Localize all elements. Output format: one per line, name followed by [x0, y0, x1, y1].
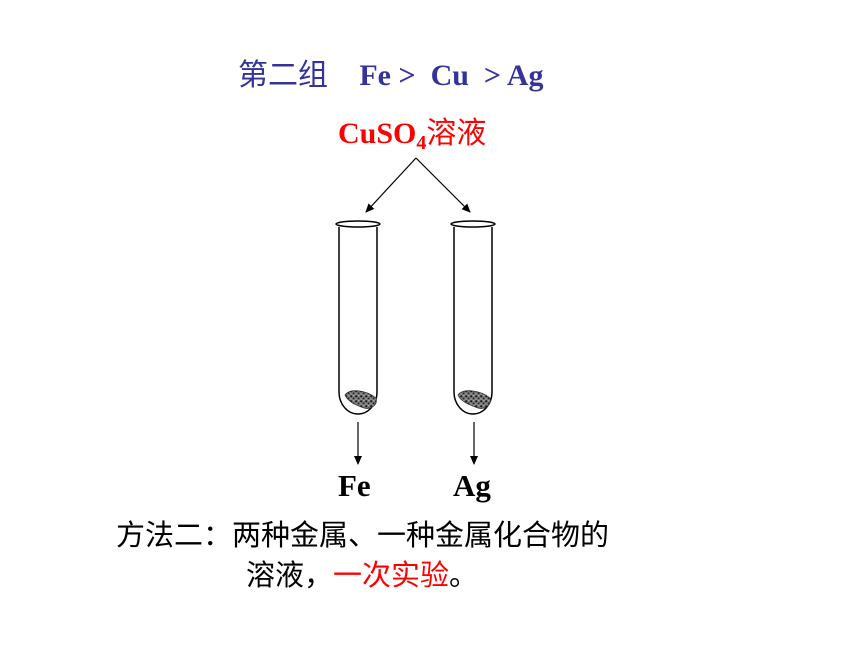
test-tube-left: [335, 220, 381, 415]
reagent-label: CuSO4溶液: [338, 114, 486, 154]
metal-label-fe: Fe: [338, 468, 371, 503]
group-label: 第二组: [238, 58, 328, 93]
method-line2-highlight: 一次实验: [333, 558, 450, 592]
reagent-formula: CuSO4: [338, 117, 426, 153]
reagent-formula-main: CuSO: [338, 117, 417, 150]
method-line2-end: 。: [449, 558, 479, 592]
method-text-line2: 溶液，一次实验。: [246, 555, 478, 595]
sediment-left: [344, 390, 377, 409]
method-line2-plain: 溶液，: [246, 558, 334, 592]
group-heading: 第二组 Fe > Cu > Ag: [238, 56, 544, 96]
metal-label-ag: Ag: [453, 468, 491, 503]
method-text-line1: 方法二：两种金属、一种金属化合物的: [116, 518, 610, 552]
metal-arrows: [354, 422, 478, 465]
test-tube-right: [450, 220, 496, 415]
sediment-right: [457, 390, 491, 409]
metal-activity-order: Fe > Cu > Ag: [359, 59, 544, 92]
arrow-to-left-tube: [365, 157, 417, 213]
reagent-arrows: [365, 157, 471, 213]
arrow-to-right-tube: [415, 157, 471, 213]
reagent-word: 溶液: [426, 116, 487, 151]
reagent-formula-subscript: 4: [416, 132, 427, 154]
